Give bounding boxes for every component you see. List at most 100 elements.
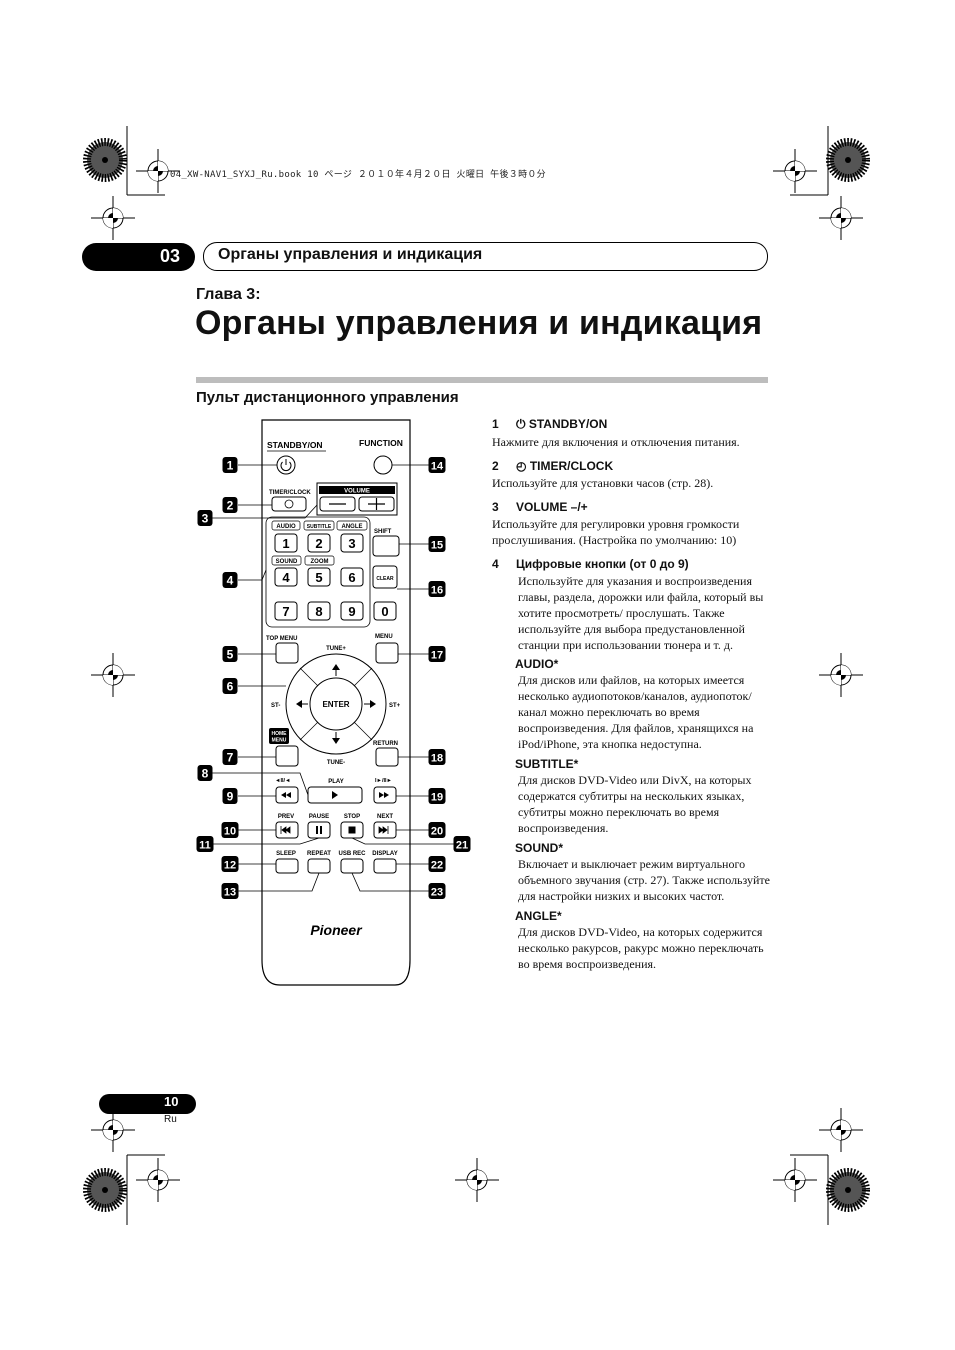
callout-label-6: 6	[227, 680, 234, 694]
digit-button-9	[340, 601, 364, 621]
remote-label-usb-rec: USB REC	[338, 851, 366, 857]
digit-label-5: 5	[315, 570, 322, 585]
remote-label-sleep: SLEEP	[276, 851, 296, 857]
description-column: 1 ⏻ STANDBY/ON Нажмите для включения и отк…	[492, 417, 772, 972]
digit-button-3	[340, 533, 364, 553]
remote-label-tune-minus: TUNE-	[327, 760, 345, 766]
callout-label-3: 3	[202, 512, 209, 526]
remote-label-slow-fwd: I►/II►	[375, 778, 392, 784]
item-heading-2: 2◴ TIMER/CLOCK	[492, 459, 772, 473]
menu-button	[375, 642, 399, 664]
remote-label-zoom: ZOOM	[311, 559, 329, 565]
item-text-4: Используйте для указания и воспроизведен…	[518, 574, 764, 652]
remote-label-audio: AUDIO	[276, 524, 296, 530]
enter-button	[309, 677, 363, 731]
remote-label-display: DISPLAY	[372, 851, 397, 857]
callout-label-2: 2	[227, 499, 234, 513]
remote-label-slow-rev: ◄II/◄	[275, 778, 290, 784]
page-number-pill	[99, 1094, 196, 1114]
callout-badge-12	[221, 856, 239, 872]
item-heading-1: 1 ⏻ STANDBY/ON	[492, 417, 772, 432]
callout-label-13: 13	[224, 887, 236, 899]
callout-badge-3	[197, 510, 213, 526]
chapter-label: Глава 3:	[196, 286, 261, 303]
remote-label-shift: SHIFT	[374, 529, 392, 535]
callout-label-7: 7	[227, 751, 234, 765]
chapter-number: 03	[160, 246, 181, 266]
subitem-heading: SUBTITLE*	[515, 757, 579, 771]
home-menu-button	[275, 745, 299, 767]
chapter-header-title: Органы управления и индикация	[218, 246, 483, 263]
subitem-heading: SOUND*	[515, 841, 564, 855]
remote-label-subtitle: SUBTITLE	[307, 524, 332, 530]
item-text-1: Нажмите для включения и отключения питан…	[492, 435, 740, 449]
item-text-2: Используйте для установки часов (стр. 28…	[492, 476, 714, 490]
remote-label-angle: ANGLE	[342, 524, 363, 530]
callout-badge-11	[196, 836, 214, 852]
digit-label-2: 2	[315, 536, 322, 551]
sleep-button	[275, 858, 299, 874]
clear-button	[372, 565, 398, 589]
callout-label-17: 17	[431, 650, 443, 662]
callout-badge-9	[222, 788, 238, 804]
item-number: 4	[492, 557, 499, 571]
function-button	[373, 455, 393, 475]
callout-label-8: 8	[202, 767, 209, 781]
callout-badge-6	[222, 678, 238, 694]
subitem-text: Для дисков DVD-Video, на которых содержи…	[518, 925, 764, 971]
usb-rec-button	[340, 858, 364, 874]
remote-label-menu: MENU	[375, 634, 393, 640]
remote-label-function: FUNCTION	[359, 438, 403, 448]
callout-label-5: 5	[227, 648, 234, 662]
digit-button-4	[274, 567, 298, 587]
digit-label-3: 3	[348, 536, 355, 551]
remote-label-volume: VOLUME	[344, 489, 370, 495]
remote-label-sound: SOUND	[276, 559, 298, 565]
subitem-text: Для дисков или файлов, на которых имеетс…	[518, 673, 754, 751]
return-button	[375, 747, 399, 767]
section-title: Пульт дистанционного управления	[196, 389, 459, 406]
remote-label-home-menu: MENU	[272, 738, 287, 744]
callout-badge-16	[428, 581, 446, 597]
chapter-header-box	[203, 242, 768, 271]
remote-label-top-menu: TOP MENU	[266, 636, 297, 642]
digit-button-5	[307, 567, 331, 587]
digit-button-2	[307, 533, 331, 553]
remote-label-enter: ENTER	[322, 700, 349, 709]
digit-label-4: 4	[282, 570, 290, 585]
power-icon: ⏻	[516, 417, 529, 431]
callout-label-11: 11	[199, 840, 211, 852]
item-heading-text: TIMER/CLOCK	[529, 459, 614, 473]
callout-badge-21	[453, 836, 471, 852]
callout-badge-20	[428, 822, 446, 838]
callout-badge-22	[428, 856, 446, 872]
remote-label-st-plus: ST+	[389, 703, 401, 709]
digit-button-7	[274, 601, 298, 621]
callout-badge-1	[222, 457, 238, 473]
remote-control-diagram: STANDBY/ON FUNCTION TIMER/CLOCK VOLUME A…	[196, 419, 471, 986]
item-heading-text: STANDBY/ON	[528, 417, 608, 431]
remote-label-clear: CLEAR	[376, 576, 394, 582]
remote-label-pause: PAUSE	[309, 814, 329, 820]
item-heading-text: VOLUME –/+	[516, 500, 588, 514]
callout-label-9: 9	[227, 790, 234, 804]
subitem-text: Включает и выключает режим виртуального …	[518, 857, 771, 903]
item-number: 1	[492, 417, 499, 431]
callout-label-21: 21	[456, 840, 468, 852]
remote-label-tune-plus: TUNE+	[326, 646, 346, 652]
remote-label-st-minus: ST-	[271, 703, 280, 709]
callout-label-10: 10	[224, 826, 236, 838]
callout-label-20: 20	[431, 826, 443, 838]
display-button	[373, 858, 397, 874]
section-rule	[196, 377, 768, 383]
callout-label-1: 1	[227, 459, 234, 473]
callout-badge-15	[428, 536, 446, 552]
callout-label-15: 15	[431, 540, 443, 552]
callout-badge-18	[428, 749, 446, 765]
callout-badge-14	[428, 457, 446, 473]
callout-label-16: 16	[431, 585, 443, 597]
